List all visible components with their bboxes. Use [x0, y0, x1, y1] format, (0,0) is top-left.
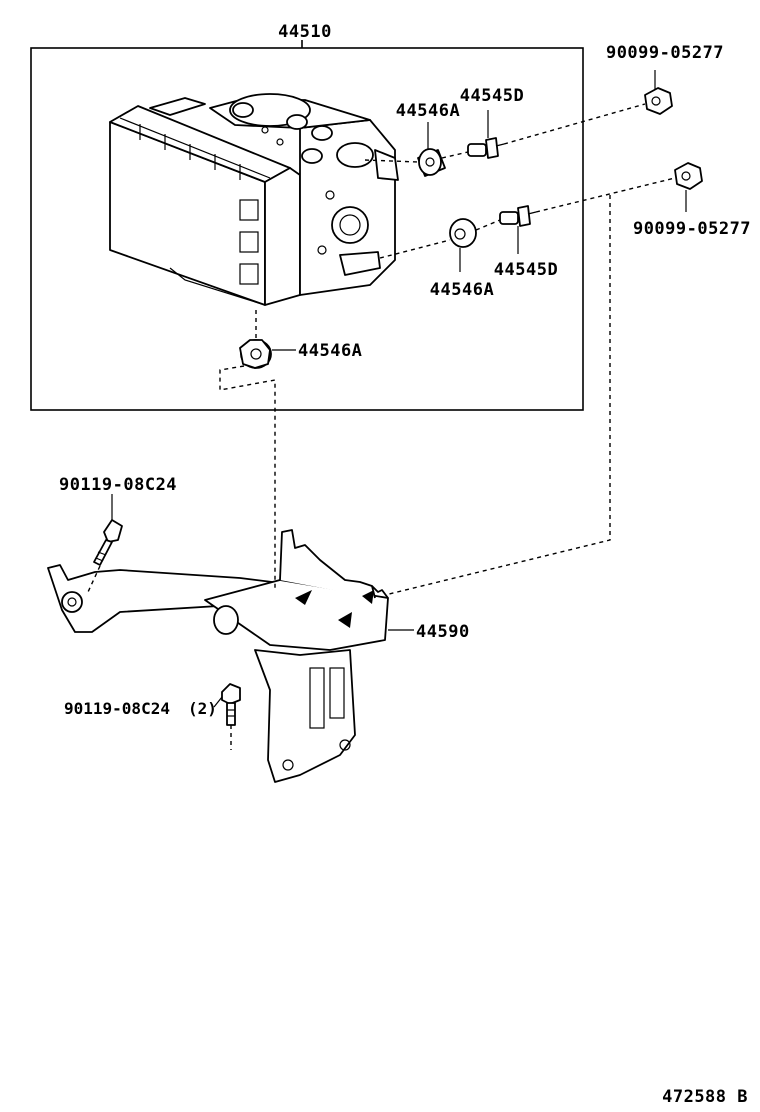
label-bolt-lower-qty: (2): [188, 699, 217, 718]
bracket: [47, 529, 389, 783]
assembly-frame: [30, 47, 584, 411]
cushion-bottom: [239, 339, 272, 369]
diagram-id: 472588 B: [662, 1087, 748, 1107]
label-bracket: 44590: [416, 622, 470, 642]
label-bolt-left: 90119-08C24: [59, 475, 177, 495]
stud-bolt-upper: [467, 137, 505, 159]
label-flange-nut-top: 90099-05277: [606, 43, 724, 63]
label-stud-bolt-lower: 44545D: [494, 260, 558, 280]
flange-nut-right: [674, 162, 703, 190]
leader-lines: [111, 70, 687, 708]
bolt-left: [93, 519, 123, 566]
guide-lines: [87, 103, 676, 750]
label-actuator-assembly: 44510: [278, 22, 332, 42]
label-cushion-upper: 44546A: [396, 101, 460, 121]
flange-nut-top: [644, 87, 673, 115]
cushion-right: [449, 218, 477, 248]
cushion-upper: [417, 148, 446, 177]
label-cushion-bottom: 44546A: [298, 341, 362, 361]
bolt-lower: [221, 683, 241, 726]
label-stud-bolt-upper: 44545D: [460, 86, 524, 106]
label-flange-nut-right: 90099-05277: [633, 219, 751, 239]
abs-actuator: [109, 93, 399, 306]
stud-bolt-lower: [499, 205, 537, 227]
label-bolt-lower: 90119-08C24: [64, 699, 170, 718]
label-cushion-right: 44546A: [430, 280, 494, 300]
